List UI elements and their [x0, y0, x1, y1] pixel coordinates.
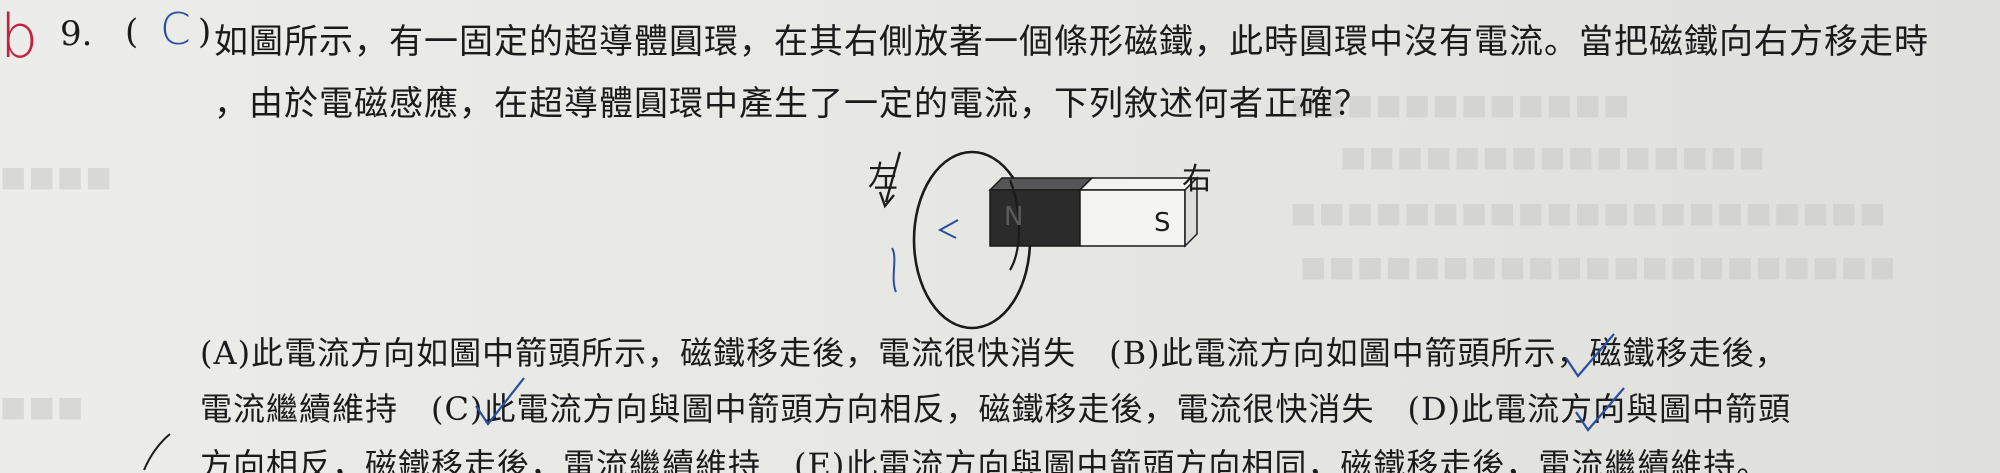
magnet-north-pole — [989, 189, 1081, 247]
handwritten-arrow-icon — [937, 219, 959, 239]
handwritten-check-icon — [475, 377, 525, 426]
answer-paren-close: ) — [198, 12, 212, 52]
bleed-through-text: ■■■■■■■■■■■■■■■ — [1340, 140, 1767, 173]
options-line-3: 方向相反，磁鐵移走後，電流繼續維持 (E)此電流方向與圖中箭頭方向相同，磁鐵移走… — [200, 446, 1770, 473]
handwritten-check-icon — [1575, 387, 1625, 432]
bleed-through-text: ■■■■■■■■■■■■■■■■■■■■■ — [1300, 250, 1898, 283]
ring-magnet-diagram — [878, 150, 1199, 330]
magnet-north-label: N — [1004, 202, 1025, 232]
label-right: 右 — [1182, 162, 1213, 197]
current-arrow-icon — [884, 151, 902, 203]
bleed-through-text: ■■■■■■■■■■■■■■■■■■■■■ — [1290, 196, 1888, 229]
bleed-through-text: ■■■■■■■■■■■■ — [1290, 88, 1632, 121]
handwritten-answer: C — [160, 4, 191, 55]
grade-mark: b — [0, 2, 39, 72]
question-stem-line-1: 如圖所示，有一固定的超導體圓環，在其右側放著一個條形磁鐵，此時圓環中沒有電流。當… — [214, 22, 1929, 62]
handwritten-check-icon — [1565, 333, 1615, 378]
options-line-2: 電流繼續維持 (C)此電流方向與圖中箭頭方向相反，磁鐵移走後，電流很快消失 (D… — [200, 390, 1792, 428]
bleed-through-text: ■■■ — [0, 390, 86, 423]
question-number: 9. — [60, 14, 93, 54]
current-arrow-head-icon — [878, 191, 895, 209]
answer-paren-open: ( — [125, 12, 139, 52]
label-left: 左 — [868, 160, 899, 195]
bleed-through-text: ■■■■ — [0, 160, 114, 193]
bar-magnet — [988, 176, 1199, 271]
magnet-south-label: S — [1154, 208, 1172, 238]
question-stem-line-2: ，由於電磁感應，在超導體圓環中產生了一定的電流，下列敘述何者正確？ — [214, 84, 1369, 124]
handwritten-stroke-icon — [891, 247, 897, 293]
handwritten-stroke-icon — [143, 433, 171, 471]
options-line-1: (A)此電流方向如圖中箭頭所示，磁鐵移走後，電流很快消失 (B)此電流方向如圖中… — [200, 334, 1788, 372]
